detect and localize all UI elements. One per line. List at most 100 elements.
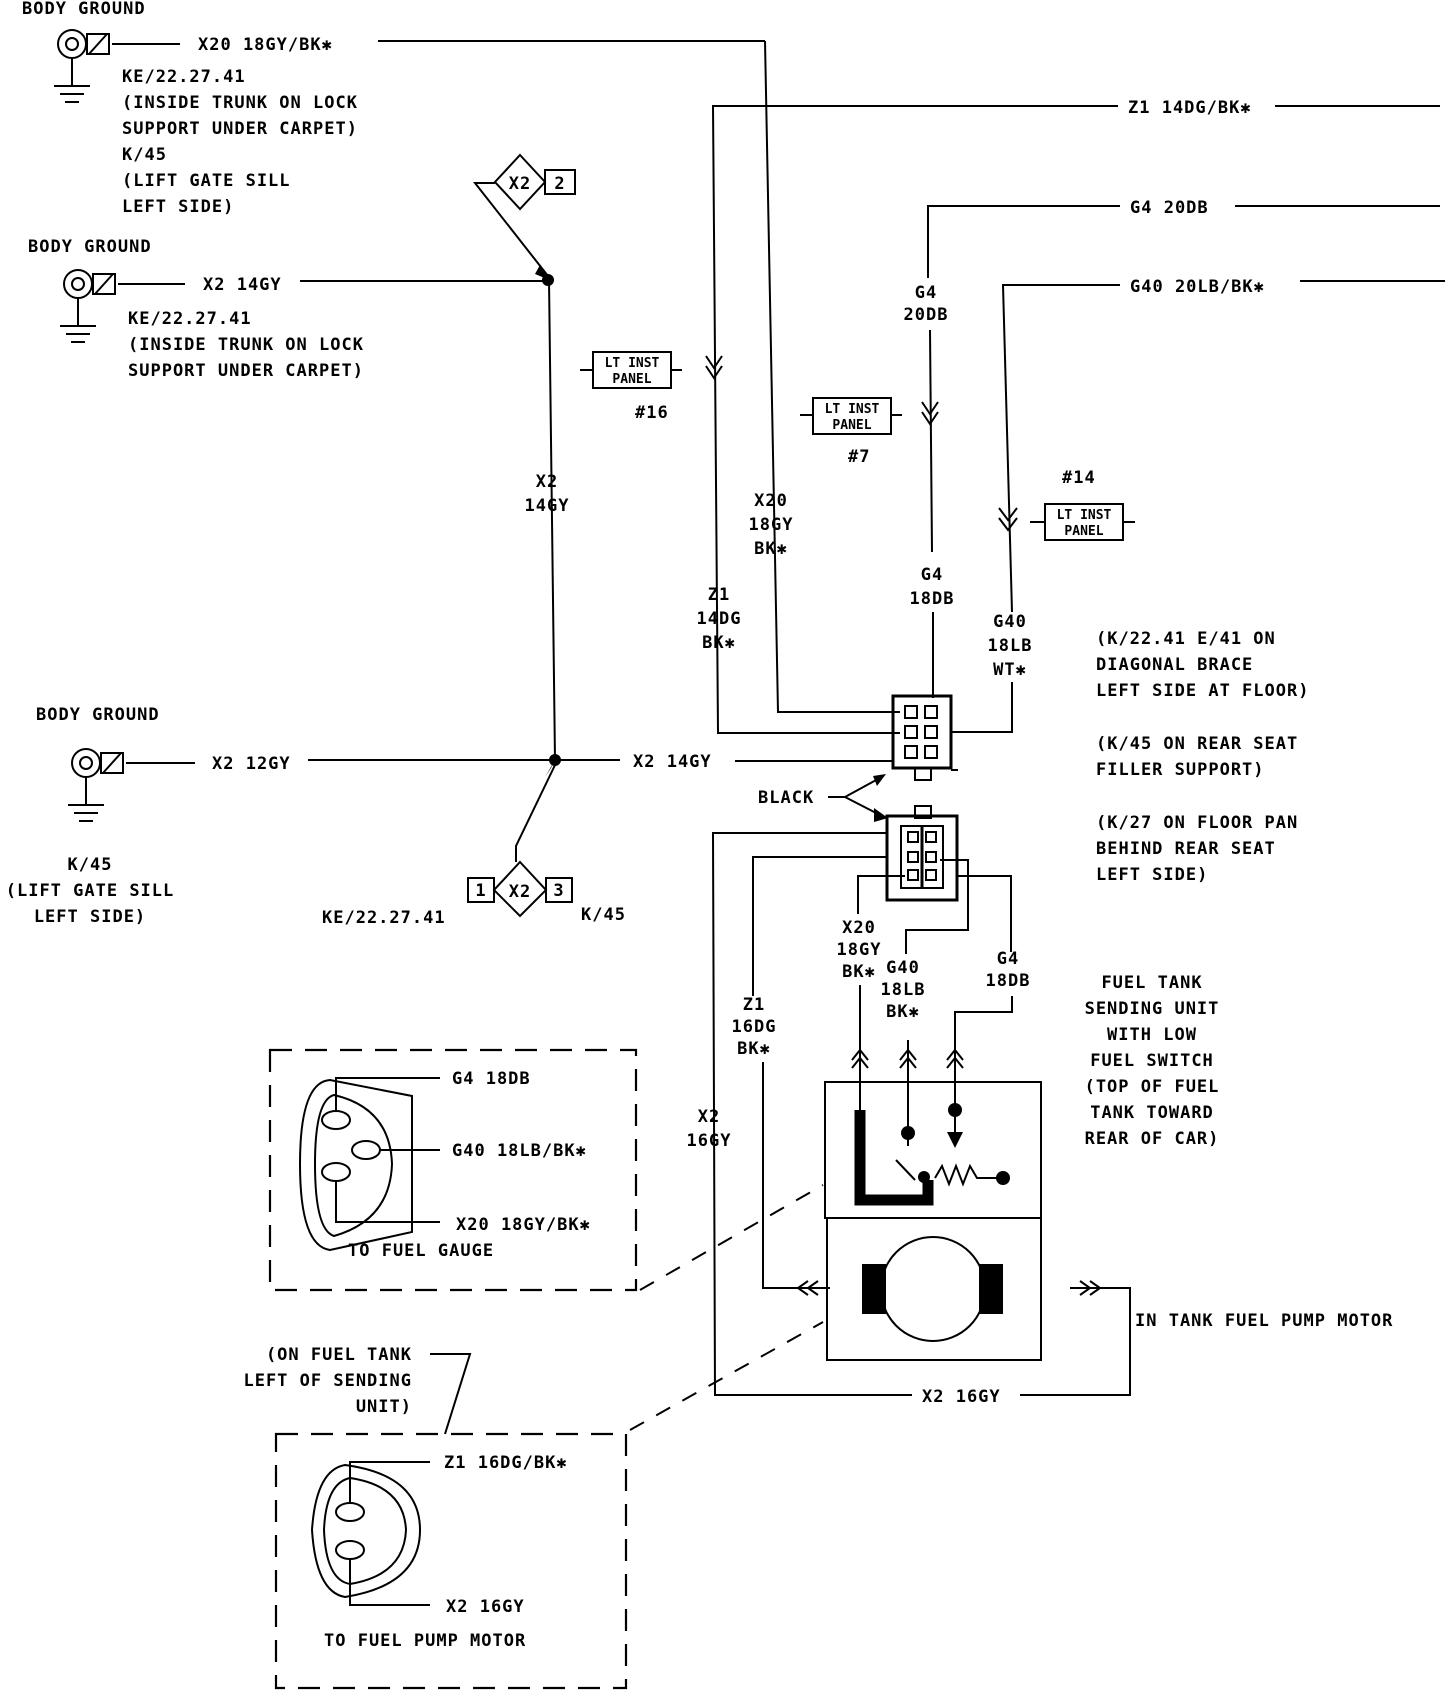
splice-top-label: X2 xyxy=(509,174,531,194)
wire-g40-20lb xyxy=(1001,284,1120,613)
body-ground-2-title: BODY GROUND xyxy=(28,237,152,257)
lt-inst-panel-16: LT INST PANEL #16 xyxy=(580,351,682,423)
panel-16-line2: PANEL xyxy=(612,372,651,387)
splice-bottom-pin-right: 3 xyxy=(553,881,564,901)
ground-icon xyxy=(67,748,124,822)
wire-z1-16dg xyxy=(752,856,887,996)
pump-motor-label: IN TANK FUEL PUMP MOTOR xyxy=(1135,1311,1393,1331)
label-x2-16gy-1: 16GY xyxy=(687,1131,732,1151)
pump-pin-z1: Z1 16DG/BK✱ xyxy=(444,1453,568,1473)
connector-note-5: (K/27 ON FLOOR PAN xyxy=(1096,813,1298,833)
connector-note-3: (K/45 ON REAR SEAT xyxy=(1096,734,1298,754)
panel-14-num: #14 xyxy=(1062,468,1096,488)
label-x20-lower-0: X20 xyxy=(842,918,876,938)
sending-label-1: SENDING UNIT xyxy=(1085,999,1220,1019)
label-z1-16dg-2: BK✱ xyxy=(737,1039,771,1059)
wire-label-x20-ground: X20 18GY/BK✱ xyxy=(198,35,333,55)
ground-3-note-2: LEFT SIDE) xyxy=(34,907,146,927)
label-g4-18db-upper-1: 18DB xyxy=(910,589,955,609)
ground-2-note-0: KE/22.27.41 xyxy=(128,309,252,329)
fuel-sending-unit xyxy=(824,1081,1042,1219)
sending-label-3: FUEL SWITCH xyxy=(1090,1051,1214,1071)
connector-note-7: LEFT SIDE) xyxy=(1096,865,1208,885)
sending-unit-label: FUEL TANK SENDING UNIT WITH LOW FUEL SWI… xyxy=(1085,973,1220,1149)
label-x20-upper-1: 18GY xyxy=(749,515,794,535)
panel-7-num: #7 xyxy=(848,447,870,467)
pump-caption: TO FUEL PUMP MOTOR xyxy=(324,1631,526,1651)
inline-connector-lower xyxy=(885,805,959,902)
wire-g4-20db xyxy=(927,205,1120,278)
splice-top-pin: 2 xyxy=(554,174,565,194)
body-ground-1-title: BODY GROUND xyxy=(22,0,146,19)
pump-location-1: LEFT OF SENDING xyxy=(243,1371,412,1391)
body-ground-2: BODY GROUND X2 14GY KE/22.27.41 (INSIDE … xyxy=(28,237,548,381)
panel-14-line2: PANEL xyxy=(1064,524,1103,539)
panel-7-line1: LT INST xyxy=(825,402,880,417)
splice-point xyxy=(542,274,554,286)
ground-1-note-4: (LIFT GATE SILL xyxy=(122,171,291,191)
label-x20-lower-2: BK✱ xyxy=(842,962,876,982)
label-g4-lower-1: 18DB xyxy=(986,971,1031,991)
label-g4-20db-1: 20DB xyxy=(904,305,949,325)
label-g40-lower-0: G40 xyxy=(886,958,920,978)
pump-location-0: (ON FUEL TANK xyxy=(266,1345,412,1365)
body-ground-3-title: BODY GROUND xyxy=(36,705,160,725)
fuel-pump-motor xyxy=(826,1217,1042,1361)
panel-16-num: #16 xyxy=(635,403,669,423)
connector-note-6: BEHIND REAR SEAT xyxy=(1096,839,1276,859)
wire-label-x2-14gy-ground: X2 14GY xyxy=(203,275,282,295)
ground-1-note-0: KE/22.27.41 xyxy=(122,67,246,87)
ground-2-note-1: (INSIDE TRUNK ON LOCK xyxy=(128,335,364,355)
wire-label-x2-12gy-ground: X2 12GY xyxy=(212,754,291,774)
label-z1-vert-2: BK✱ xyxy=(702,633,736,653)
ground-1-note-5: LEFT SIDE) xyxy=(122,197,234,217)
label-x2-vert-0: X2 xyxy=(536,472,558,492)
gauge-caption: TO FUEL GAUGE xyxy=(348,1241,494,1261)
pump-pin-x2: X2 16GY xyxy=(446,1597,525,1617)
connector-location-notes: (K/22.41 E/41 ON DIAGONAL BRACE LEFT SID… xyxy=(1096,629,1309,885)
splice-bottom-left-note: KE/22.27.41 xyxy=(322,908,446,928)
connector-label-black: BLACK xyxy=(758,788,814,808)
splice-x2-top: X2 2 xyxy=(472,153,576,281)
ground-icon xyxy=(53,29,110,103)
label-g40-lower-2: BK✱ xyxy=(886,1002,920,1022)
label-x2-vert-1: 14GY xyxy=(525,496,570,516)
wire-label-x2-14gy: X2 14GY xyxy=(633,752,712,772)
panel-7-line2: PANEL xyxy=(832,418,871,433)
wire-x20-lower xyxy=(857,875,905,914)
label-x2-16gy-0: X2 xyxy=(698,1107,720,1127)
wire-g40-lower xyxy=(905,859,969,954)
gauge-pin-g40: G40 18LB/BK✱ xyxy=(452,1141,587,1161)
connector-note-0: (K/22.41 E/41 ON xyxy=(1096,629,1276,649)
wire-x2-14gy-vertical xyxy=(548,279,556,761)
label-g40-wt-2: WT✱ xyxy=(993,660,1027,680)
wire-x20-18gy-upper xyxy=(764,40,900,713)
sending-label-2: WITH LOW xyxy=(1107,1025,1197,1045)
sending-label-6: REAR OF CAR) xyxy=(1085,1129,1220,1149)
connector-note-1: DIAGONAL BRACE xyxy=(1096,655,1253,675)
body-ground-3: BODY GROUND X2 12GY K/45 (LIFT GATE SILL… xyxy=(6,705,552,927)
label-g40-wt-1: 18LB xyxy=(988,636,1033,656)
wire-z1-14dg xyxy=(711,105,1118,734)
splice-bottom-right-note: K/45 xyxy=(581,905,626,925)
splice-x2-bottom: X2 1 3 KE/22.27.41 K/45 xyxy=(322,760,626,928)
connector-note-2: LEFT SIDE AT FLOOR) xyxy=(1096,681,1309,701)
pump-location-2: UNIT) xyxy=(356,1397,412,1417)
ground-3-note-1: (LIFT GATE SILL xyxy=(6,881,175,901)
gauge-pin-g4: G4 18DB xyxy=(452,1069,531,1089)
splice-bottom-pin-left: 1 xyxy=(475,881,486,901)
lt-inst-panel-7: LT INST PANEL #7 xyxy=(800,397,902,467)
sending-label-0: FUEL TANK xyxy=(1101,973,1202,993)
label-x20-upper-0: X20 xyxy=(754,491,788,511)
fuel-gauge-connector-box: G4 18DB G40 18LB/BK✱ X20 18GY/BK✱ TO FUE… xyxy=(268,1048,638,1292)
wire-label-z1-top: Z1 14DG/BK✱ xyxy=(1128,98,1252,118)
lt-inst-panel-14: #14 LT INST PANEL xyxy=(1030,468,1135,541)
connector-note-4: FILLER SUPPORT) xyxy=(1096,760,1265,780)
label-g4-18db-upper-0: G4 xyxy=(921,565,943,585)
label-x20-lower-1: 18GY xyxy=(837,940,882,960)
label-z1-vert-0: Z1 xyxy=(708,585,730,605)
wire-g4-lower xyxy=(957,875,1012,952)
ground-1-note-3: K/45 xyxy=(122,145,167,165)
panel-14-line1: LT INST xyxy=(1057,508,1112,523)
